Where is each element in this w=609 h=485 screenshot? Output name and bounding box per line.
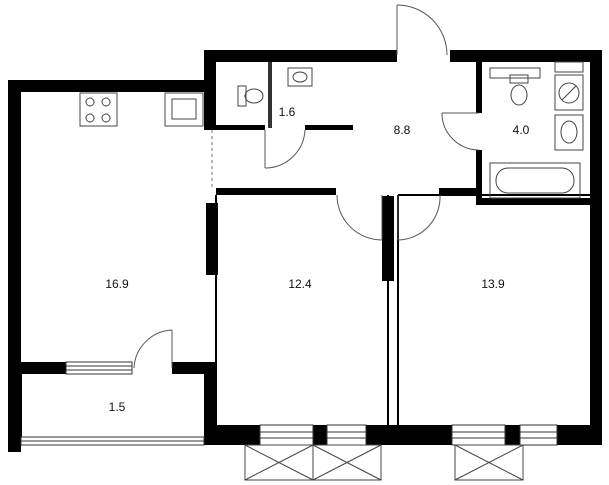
french-balconies (244, 444, 524, 481)
windows (20, 361, 558, 446)
walls (8, 50, 602, 452)
window-right-left (451, 424, 506, 446)
area-balcony: 1.5 (109, 400, 126, 414)
bathtub-icon (489, 162, 581, 199)
balcony-door[interactable] (133, 329, 173, 369)
bathroom-sink-icon (554, 114, 584, 151)
window-balcony-door (65, 361, 133, 375)
bedroom-right-door[interactable] (397, 194, 441, 241)
toilet-icon (237, 85, 264, 107)
area-bedroom-right: 13.9 (481, 277, 505, 291)
area-toilet: 1.6 (279, 105, 296, 119)
shelf-icon (489, 61, 584, 79)
window-balcony-front (20, 436, 205, 446)
bathroom-toilet-icon (509, 74, 529, 106)
area-bathroom: 4.0 (513, 123, 530, 137)
window-middle-left (259, 424, 314, 446)
stove-icon (79, 92, 118, 127)
window-right-right (519, 424, 558, 446)
kitchen-sink-icon (164, 92, 204, 127)
bedroom-middle-door[interactable] (336, 194, 383, 241)
washing-machine-icon (554, 74, 584, 111)
area-bedroom-middle: 12.4 (288, 277, 312, 291)
window-middle-right (326, 424, 367, 446)
toilet-sink-icon (287, 67, 313, 87)
area-kitchen-living: 16.9 (105, 277, 129, 291)
area-hallway: 8.8 (394, 123, 411, 137)
toilet-door[interactable] (264, 129, 306, 169)
bathroom-door[interactable] (441, 112, 480, 151)
entrance-door[interactable] (396, 4, 448, 56)
doors (133, 4, 480, 369)
